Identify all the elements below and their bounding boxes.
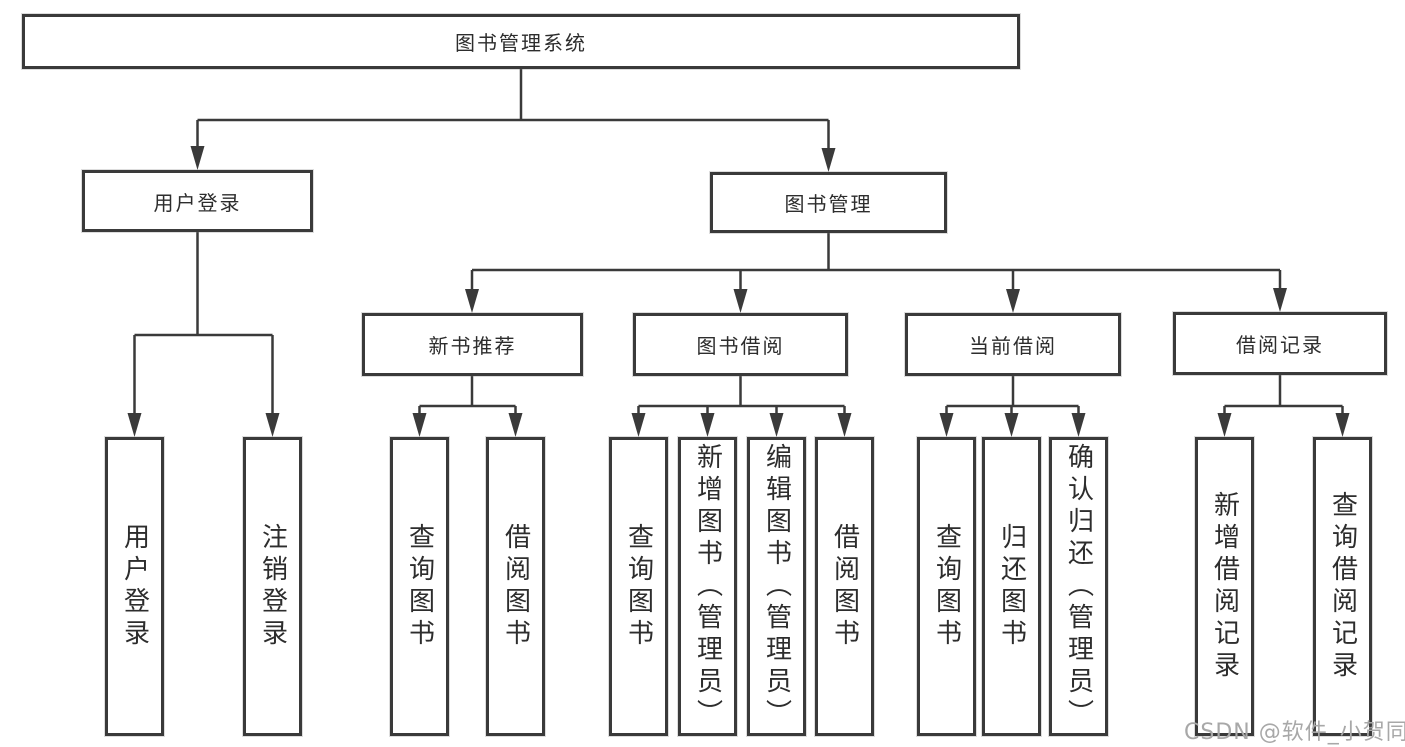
node-user-login: 用户登录 xyxy=(82,170,313,232)
node-book-borrowing: 图书借阅 xyxy=(633,313,848,376)
leaf-borrow-books-recommend: 借阅图书 xyxy=(486,437,545,736)
node-book-management: 图书管理 xyxy=(710,172,947,233)
node-borrowing-records: 借阅记录 xyxy=(1173,312,1387,375)
csdn-watermark: CSDN @软件_小贺同学 xyxy=(1184,720,1405,745)
leaf-confirm-return-admin: 确认归还（管理员） xyxy=(1049,437,1108,736)
leaf-label: 新增图书（管理员） xyxy=(692,442,723,731)
leaf-label: 归还图书 xyxy=(996,522,1027,651)
node-new-book-recommendation: 新书推荐 xyxy=(362,313,583,376)
leaf-add-books-admin: 新增图书（管理员） xyxy=(678,437,737,736)
leaf-query-borrow-record: 查询借阅记录 xyxy=(1313,437,1372,736)
node-label: 新书推荐 xyxy=(428,334,517,358)
leaf-logout-login: 注销登录 xyxy=(243,437,302,736)
leaf-label: 查询图书 xyxy=(404,522,435,651)
node-current-borrowing: 当前借阅 xyxy=(905,313,1121,376)
node-label: 借阅记录 xyxy=(1236,333,1324,357)
node-label: 图书管理 xyxy=(784,192,873,216)
leaf-label: 查询借阅记录 xyxy=(1327,490,1358,683)
leaf-label: 编辑图书（管理员） xyxy=(761,442,792,731)
node-label: 用户登录 xyxy=(153,190,242,215)
leaf-query-books-recommend: 查询图书 xyxy=(390,437,449,736)
leaf-label: 查询图书 xyxy=(931,522,962,651)
leaf-query-books-borrowing: 查询图书 xyxy=(609,437,668,736)
node-label: 图书管理系统 xyxy=(455,31,587,55)
leaf-label: 用户登录 xyxy=(119,522,150,651)
leaf-user-login: 用户登录 xyxy=(105,437,164,736)
node-label: 图书借阅 xyxy=(696,334,785,358)
leaf-edit-books-admin: 编辑图书（管理员） xyxy=(747,437,806,736)
node-label: 当前借阅 xyxy=(969,334,1057,358)
leaf-borrow-books-borrowing: 借阅图书 xyxy=(815,437,874,736)
leaf-label: 新增借阅记录 xyxy=(1209,490,1240,683)
leaf-query-books-current: 查询图书 xyxy=(917,437,976,736)
leaf-return-books: 归还图书 xyxy=(982,437,1041,736)
leaf-add-borrow-record: 新增借阅记录 xyxy=(1195,437,1254,736)
leaf-label: 查询图书 xyxy=(623,522,654,651)
leaf-label: 注销登录 xyxy=(257,522,288,651)
node-library-system-root: 图书管理系统 xyxy=(22,14,1020,69)
leaf-label: 借阅图书 xyxy=(829,522,860,651)
leaf-label: 确认归还（管理员） xyxy=(1063,442,1094,731)
leaf-label: 借阅图书 xyxy=(500,522,531,651)
